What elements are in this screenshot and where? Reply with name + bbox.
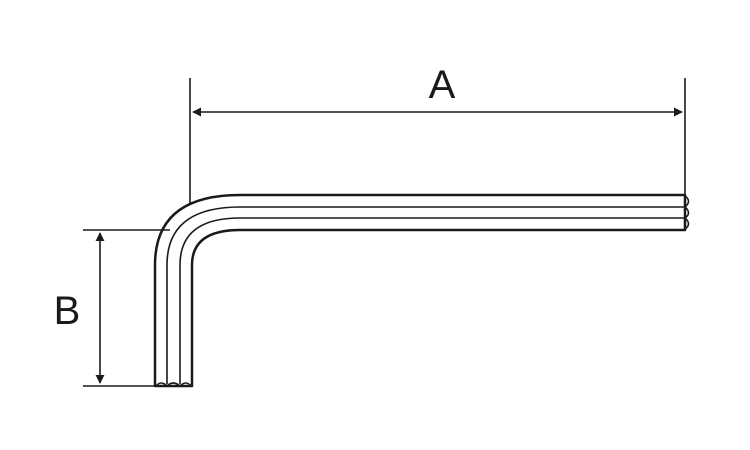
hex-key-facet-line-1 [166,206,684,384]
dimension-b-label: B [54,289,81,333]
dimension-b: B [54,229,170,387]
dimension-a-label: A [429,63,456,107]
hex-key [153,193,690,388]
dimension-a: A [189,63,686,203]
hex-key-outline [153,193,687,388]
hex-key-long-end [683,195,690,230]
hex-key-facet-line-2 [179,217,684,384]
hex-key-short-end [155,382,192,388]
